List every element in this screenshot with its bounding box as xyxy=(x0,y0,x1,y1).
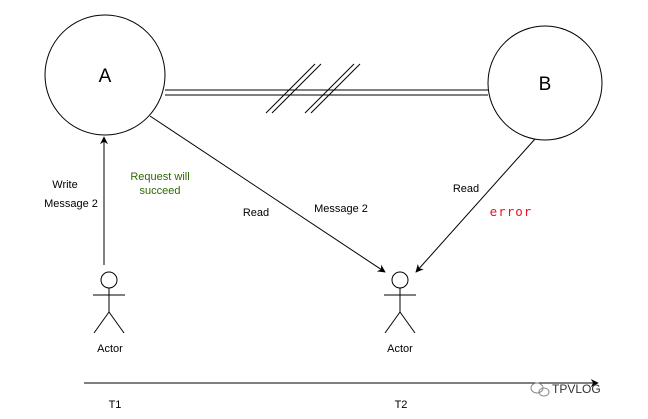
node-b-circle xyxy=(487,25,603,141)
actor-left-leg-l xyxy=(93,311,110,334)
read-label-right: Read xyxy=(453,183,479,195)
timeline-t2-label: T2 xyxy=(395,399,408,411)
timeline-t1-label: T1 xyxy=(109,399,122,411)
error-label: error xyxy=(490,204,533,219)
actor-left xyxy=(93,271,125,334)
read-arrow-from-b xyxy=(415,138,536,273)
actor-right-label: Actor xyxy=(387,343,413,355)
actor-left-label: Actor xyxy=(97,343,123,355)
partition-slash-1b xyxy=(271,63,322,114)
node-b-label: B xyxy=(539,74,552,95)
wechat-icon xyxy=(530,382,550,397)
write-label-line1: Write xyxy=(52,179,77,191)
node-a-circle xyxy=(44,14,166,136)
read-arrow-from-a xyxy=(149,115,386,273)
request-label-line1: Request will xyxy=(130,171,189,183)
partition-slash-2b xyxy=(310,63,361,114)
partitioned-link xyxy=(165,63,488,114)
watermark: TPVLOG xyxy=(530,382,601,397)
partition-slash-1a xyxy=(265,63,316,114)
read-label-left: Read xyxy=(243,207,269,219)
node-b: B xyxy=(487,25,603,141)
partition-slash-2a xyxy=(304,63,355,114)
watermark-text: TPVLOG xyxy=(552,382,601,396)
node-a-label: A xyxy=(99,66,112,87)
actor-left-head xyxy=(100,271,118,289)
actor-right-leg-r xyxy=(399,311,416,334)
request-label-line2: succeed xyxy=(140,185,181,197)
message-2-label: Message 2 xyxy=(314,203,368,215)
actor-right-head xyxy=(391,271,409,289)
write-label-line2: Message 2 xyxy=(44,198,98,210)
actor-left-leg-r xyxy=(108,311,125,334)
node-a: A xyxy=(44,14,166,136)
actor-right xyxy=(384,271,416,334)
actor-right-leg-l xyxy=(384,311,401,334)
